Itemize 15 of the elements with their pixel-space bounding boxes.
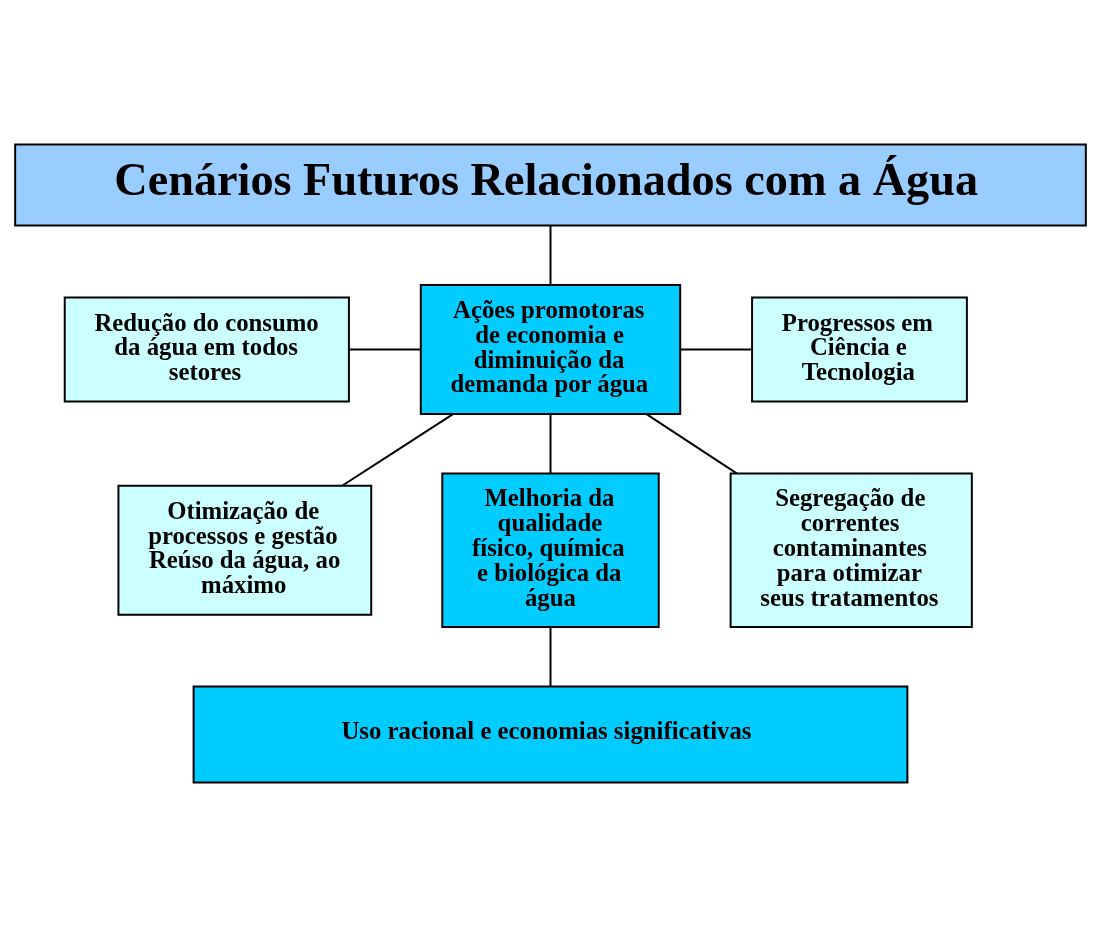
node-box: Redução do consumo da água em todos setores xyxy=(63,295,350,403)
connector xyxy=(341,412,454,486)
connector xyxy=(679,348,753,350)
node-box: Otimização de processos e gestão Reúso da água, ao máximo xyxy=(117,484,373,616)
connector xyxy=(549,224,552,286)
node-box: Uso racional e economias significativas xyxy=(192,685,909,783)
node-box: Melhoria da qualidade físico, química e biológica da água xyxy=(441,471,660,628)
connector xyxy=(645,412,738,474)
node-box: Ações promotoras de economia e diminuição da demanda por água xyxy=(419,283,682,415)
connector xyxy=(549,412,552,474)
node-box: Cenários Futuros Relacionados com a Água xyxy=(14,143,1087,227)
node-box: Segregação de correntes contaminantes para otimizar seus tratamentos xyxy=(729,471,973,628)
connector xyxy=(549,626,552,687)
node-box: Progressos em Ciência e Tecnologia xyxy=(751,295,968,403)
connector xyxy=(348,348,422,350)
